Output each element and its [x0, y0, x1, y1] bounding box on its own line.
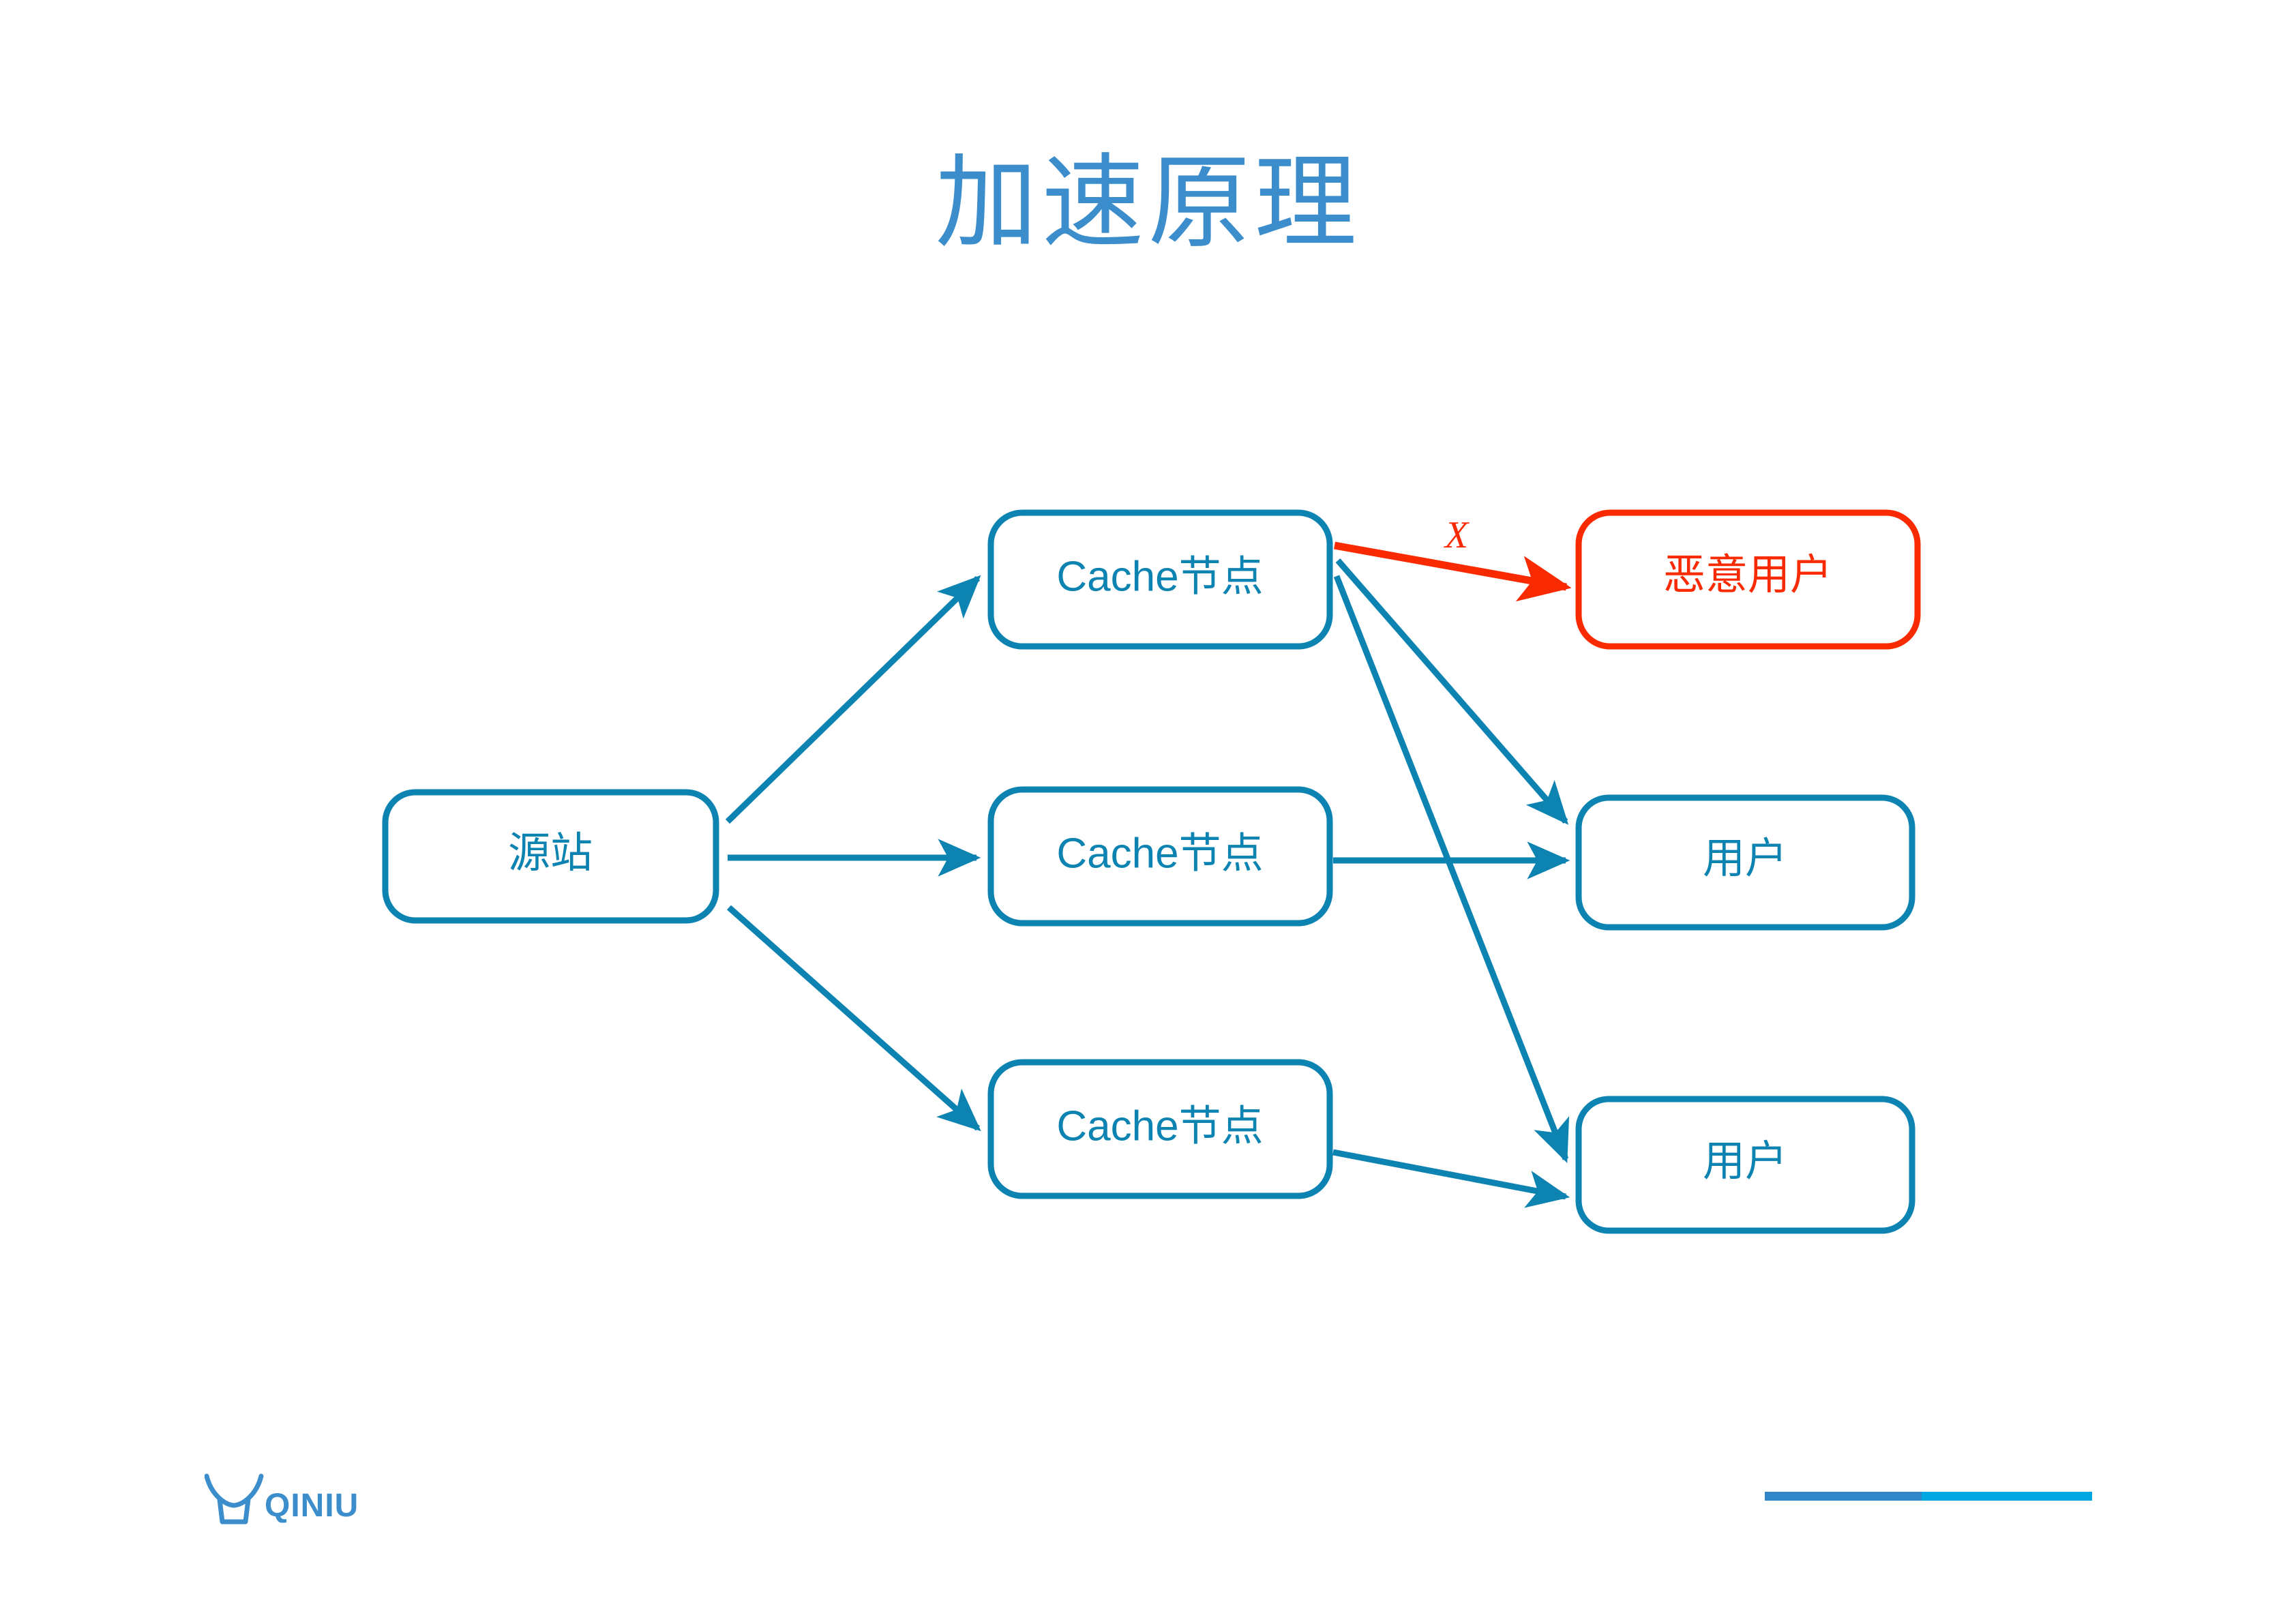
node-user-1-box [1575, 794, 1915, 931]
node-cache-2-label: Cache节点 [1056, 830, 1263, 877]
node-cache-2[interactable]: Cache节点 [987, 786, 1333, 927]
footer-rule-segment-right [1922, 1492, 2092, 1501]
qiniu-bull-icon [205, 1473, 264, 1525]
node-origin-box [382, 789, 719, 924]
node-cache-3-box [987, 1059, 1333, 1199]
edge-layer [725, 541, 1572, 1208]
node-user-2-label: 用户 [1703, 1139, 1787, 1185]
node-cache-1[interactable]: Cache节点 [987, 509, 1333, 650]
node-cache-2-box [987, 786, 1333, 927]
node-cache-1-box [987, 509, 1333, 650]
node-origin-label: 源站 [508, 830, 593, 877]
node-cache-1-label: Cache节点 [1056, 553, 1263, 600]
qiniu-logo-wordmark: QINIU [265, 1488, 359, 1524]
node-user-1-label: 用户 [1703, 836, 1787, 882]
qiniu-logo: QINIU [205, 1467, 361, 1530]
node-user-2[interactable]: 用户 [1575, 1096, 1915, 1234]
node-cache-3-label: Cache节点 [1056, 1102, 1263, 1150]
edge-origin-to-cache3 [727, 905, 981, 1132]
footer-rule-segment-left [1765, 1492, 1922, 1501]
node-malicious-user[interactable]: 恶意用户 [1575, 509, 1921, 650]
node-malicious-user-label: 恶意用户 [1663, 552, 1832, 599]
edge-cache1-to-user2 [1333, 575, 1570, 1163]
node-user-1[interactable]: 用户 [1575, 794, 1915, 931]
edge-cache1-to-malicious-user [1334, 541, 1572, 602]
node-malicious-user-box [1575, 509, 1921, 650]
node-user-2-box [1575, 1096, 1915, 1234]
edge-cache3-to-user2 [1332, 1149, 1570, 1208]
blocked-path-x-mark: X [1444, 514, 1470, 556]
node-origin[interactable]: 源站 [382, 789, 719, 924]
page-title: 加速原理 [935, 147, 1361, 260]
footer-accent-rule [1765, 1492, 2092, 1501]
edge-cache1-to-user1 [1335, 558, 1569, 825]
node-cache-3[interactable]: Cache节点 [987, 1059, 1333, 1199]
edge-origin-to-cache1 [725, 575, 981, 824]
